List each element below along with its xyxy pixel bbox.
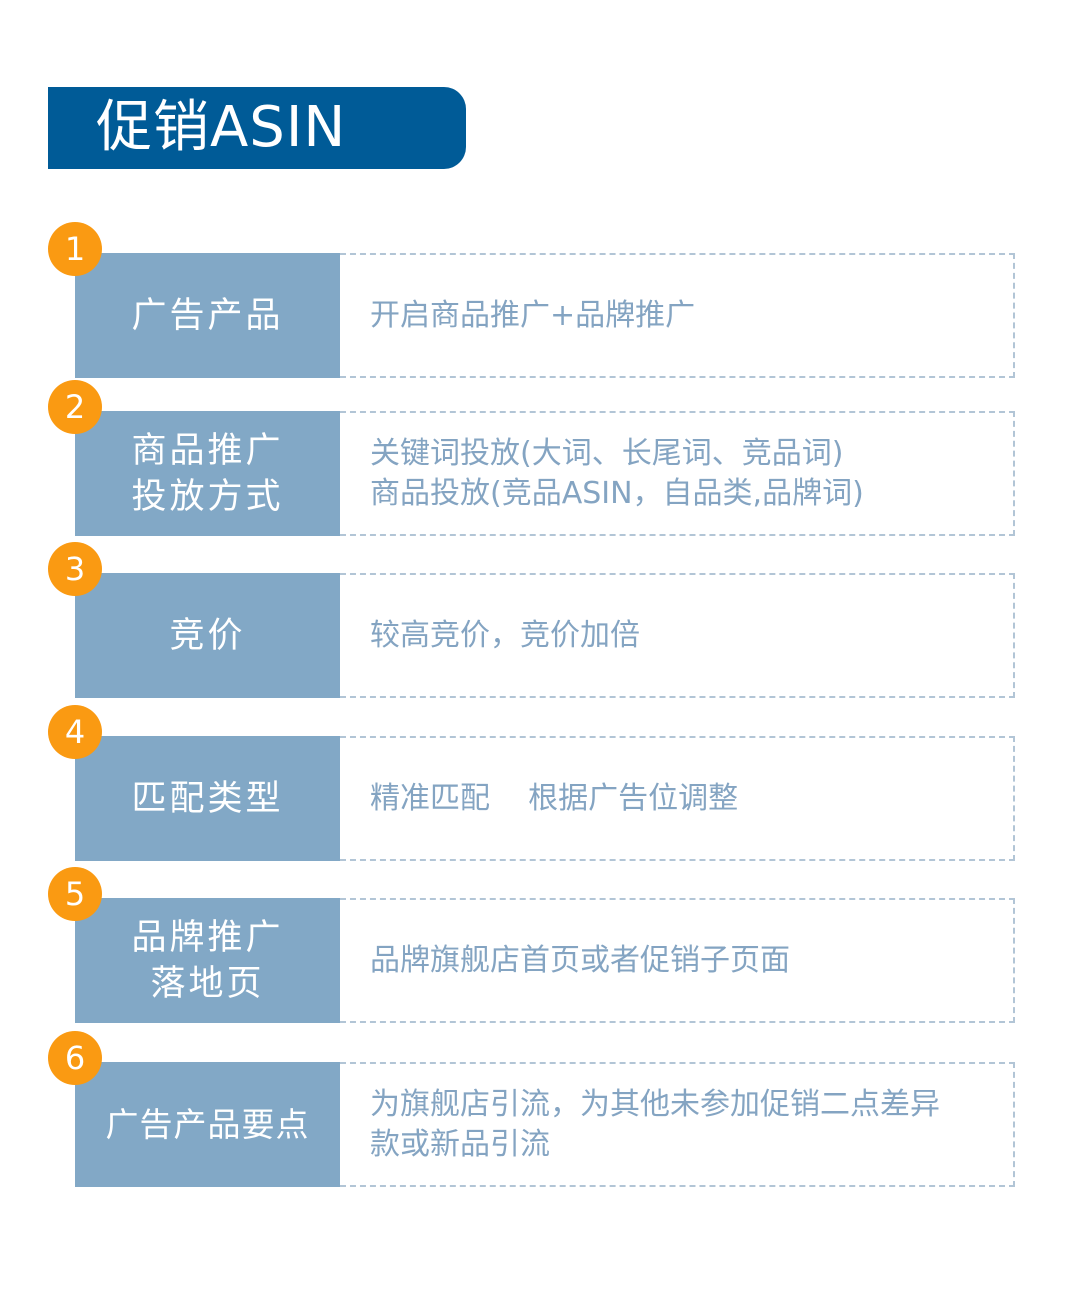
item-label: 广告产品要点: [75, 1062, 340, 1187]
item-label: 商品推广 投放方式: [75, 411, 340, 536]
item-description: 品牌旗舰店首页或者促销子页面: [370, 942, 790, 978]
number-badge: 2: [48, 380, 102, 434]
dashed-box: [340, 573, 1015, 698]
item-description: 开启商品推广+品牌推广: [370, 297, 696, 333]
number-badge: 5: [48, 867, 102, 921]
number-badge: 1: [48, 222, 102, 276]
number-badge: 4: [48, 705, 102, 759]
list-item: 匹配类型 精准匹配 根据广告位调整 4: [0, 705, 1080, 861]
dashed-box: [340, 898, 1015, 1023]
list-item: 竞价 较高竞价，竞价加倍 3: [0, 542, 1080, 698]
page-title: 促销ASIN: [96, 95, 347, 160]
dashed-box: [340, 1062, 1015, 1187]
dashed-box: [340, 736, 1015, 861]
list-item: 广告产品要点 为旗舰店引流，为其他未参加促销二点差异 款或新品引流 6: [0, 1031, 1080, 1187]
dashed-box: [340, 253, 1015, 378]
item-label: 竞价: [75, 573, 340, 698]
title-banner: 促销ASIN: [48, 87, 466, 169]
item-label: 品牌推广 落地页: [75, 898, 340, 1023]
list-item: 品牌推广 落地页 品牌旗舰店首页或者促销子页面 5: [0, 867, 1080, 1023]
item-label: 广告产品: [75, 253, 340, 378]
number-badge: 3: [48, 542, 102, 596]
item-description: 关键词投放(大词、长尾词、竞品词) 商品投放(竞品ASIN，自品类,品牌词): [370, 435, 864, 511]
item-description: 为旗舰店引流，为其他未参加促销二点差异 款或新品引流: [370, 1086, 940, 1162]
item-label: 匹配类型: [75, 736, 340, 861]
list-item: 广告产品 开启商品推广+品牌推广 1: [0, 222, 1080, 378]
number-badge: 6: [48, 1031, 102, 1085]
list-item: 商品推广 投放方式 关键词投放(大词、长尾词、竞品词) 商品投放(竞品ASIN，…: [0, 380, 1080, 536]
item-description: 精准匹配 根据广告位调整: [370, 780, 739, 816]
item-description: 较高竞价，竞价加倍: [370, 617, 640, 653]
dashed-box: [340, 411, 1015, 536]
